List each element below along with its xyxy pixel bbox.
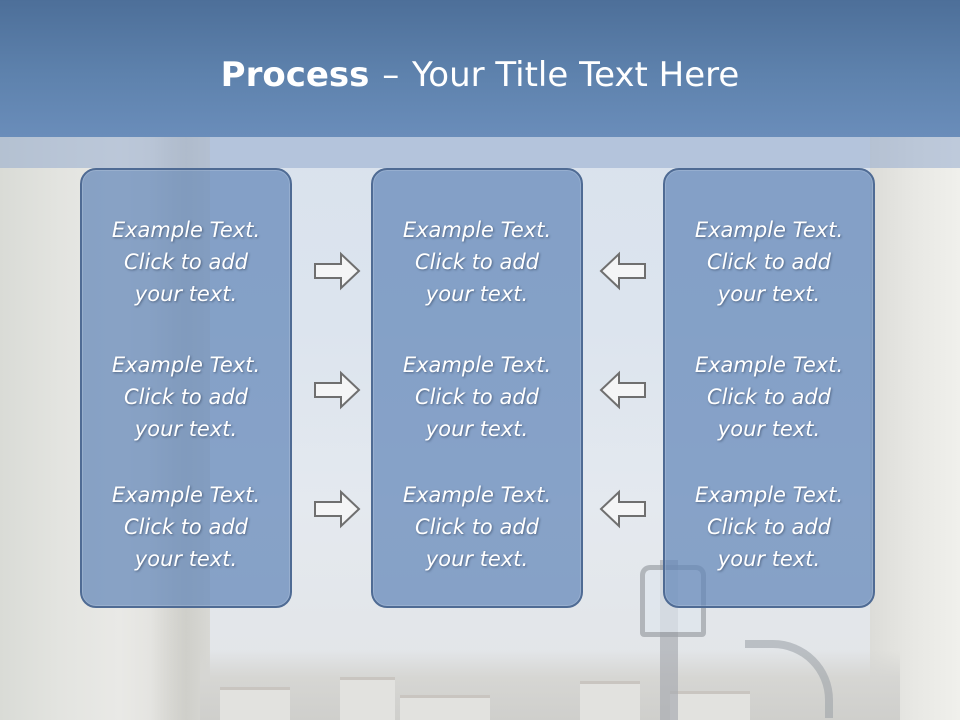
text-line: Example Text. <box>694 353 844 377</box>
title-bar: Process – Your Title Text Here <box>0 0 960 137</box>
text-line: your text. <box>425 417 529 441</box>
background-house <box>400 695 490 720</box>
text-block[interactable]: Example Text. Click to add your text. <box>373 214 581 310</box>
text-line: Example Text. <box>402 483 552 507</box>
background-house <box>580 681 640 720</box>
text-line: Example Text. <box>694 483 844 507</box>
text-block[interactable]: Example Text. Click to add your text. <box>665 214 873 310</box>
text-line: Example Text. <box>402 353 552 377</box>
right-arrow-icon <box>314 251 362 291</box>
right-arrow-icon <box>314 370 362 410</box>
text-block[interactable]: Example Text. Click to add your text. <box>82 479 290 575</box>
right-arrow-icon <box>314 489 362 529</box>
text-line: Click to add <box>414 515 539 539</box>
process-box-right[interactable]: Example Text. Click to add your text. Ex… <box>663 168 875 608</box>
title-bold: Process <box>220 55 370 95</box>
text-block[interactable]: Example Text. Click to add your text. <box>82 349 290 445</box>
text-block[interactable]: Example Text. Click to add your text. <box>373 349 581 445</box>
background-house <box>340 677 395 720</box>
text-line: your text. <box>425 547 529 571</box>
slide-title[interactable]: Process – Your Title Text Here <box>0 52 960 98</box>
background-wall-right <box>870 137 960 720</box>
process-box-left[interactable]: Example Text. Click to add your text. Ex… <box>80 168 292 608</box>
text-line: Example Text. <box>111 483 261 507</box>
text-line: Example Text. <box>694 218 844 242</box>
text-block[interactable]: Example Text. Click to add your text. <box>82 214 290 310</box>
text-block[interactable]: Example Text. Click to add your text. <box>373 479 581 575</box>
text-line: Click to add <box>123 385 248 409</box>
text-line: Click to add <box>706 250 831 274</box>
text-line: your text. <box>717 547 821 571</box>
process-box-middle[interactable]: Example Text. Click to add your text. Ex… <box>371 168 583 608</box>
text-line: Click to add <box>123 250 248 274</box>
text-line: your text. <box>717 282 821 306</box>
left-arrow-icon <box>598 489 646 529</box>
text-line: Click to add <box>414 385 539 409</box>
text-line: Click to add <box>706 385 831 409</box>
background-house <box>220 687 290 720</box>
left-arrow-icon <box>598 251 646 291</box>
text-line: your text. <box>717 417 821 441</box>
text-line: Click to add <box>414 250 539 274</box>
text-line: your text. <box>134 547 238 571</box>
text-line: your text. <box>425 282 529 306</box>
text-line: Click to add <box>123 515 248 539</box>
text-line: your text. <box>134 282 238 306</box>
left-arrow-icon <box>598 370 646 410</box>
background-house <box>670 691 750 720</box>
text-block[interactable]: Example Text. Click to add your text. <box>665 479 873 575</box>
text-block[interactable]: Example Text. Click to add your text. <box>665 349 873 445</box>
lamp-bracket <box>745 640 833 718</box>
text-line: Example Text. <box>111 353 261 377</box>
header-strip <box>0 137 960 168</box>
text-line: your text. <box>134 417 238 441</box>
text-line: Example Text. <box>402 218 552 242</box>
title-rest: Your Title Text Here <box>412 55 740 95</box>
title-separator: – <box>382 55 400 95</box>
text-line: Example Text. <box>111 218 261 242</box>
text-line: Click to add <box>706 515 831 539</box>
